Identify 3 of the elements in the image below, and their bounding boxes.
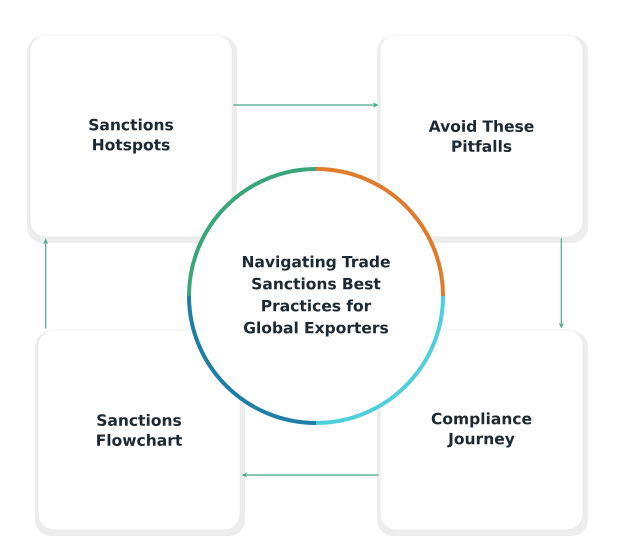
topic-card: Avoid These Pitfalls [380, 34, 584, 238]
topic-card: Sanctions Hotspots [30, 34, 232, 238]
topic-card: Sanctions Flowchart [38, 330, 240, 530]
